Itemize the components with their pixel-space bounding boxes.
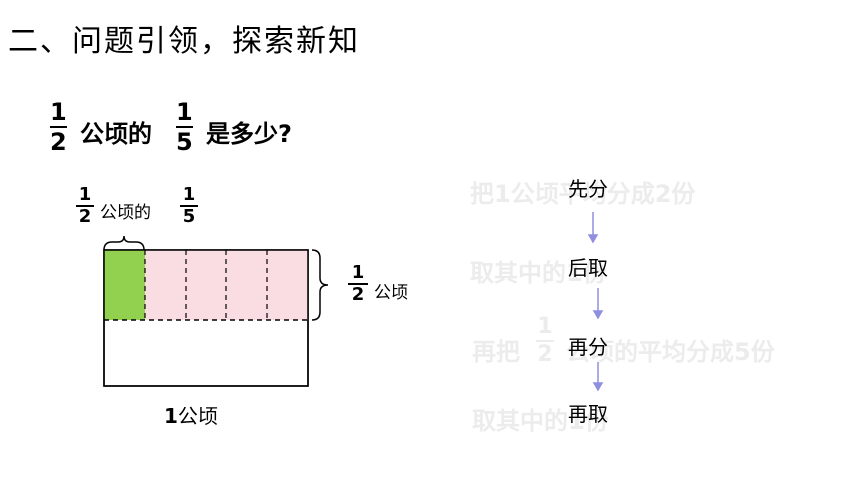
denominator: 5 [176, 128, 193, 156]
fraction-bar [50, 126, 67, 128]
fifth-region [104, 250, 145, 320]
step-label-divide-first: 先分 [568, 177, 608, 201]
question-fraction-half: 1 2 [50, 100, 67, 154]
ghost-step-4: 取其中的1份 [472, 407, 609, 435]
bottom-label-text: 公顷 [177, 404, 218, 428]
denominator: 2 [78, 206, 92, 227]
numerator: 1 [182, 184, 196, 205]
step-label-take-after: 后取 [568, 256, 608, 280]
top-brace [103, 235, 145, 251]
numerator: 1 [351, 262, 365, 283]
diagram-bottom-label: 1公顷 [164, 400, 218, 429]
fraction-bar [180, 205, 198, 207]
right-fraction-half: 1 2 [348, 264, 368, 304]
denominator: 2 [351, 284, 365, 305]
ghost-step-2: 取其中的1份 [470, 259, 607, 287]
denominator: 2 [50, 128, 67, 156]
numerator: 1 [537, 314, 553, 339]
ghost-step-3-fraction: 1 2 [536, 316, 554, 366]
right-label-text: 公顷 [374, 283, 408, 303]
top-fraction-half: 1 2 [76, 186, 94, 226]
denominator: 5 [182, 206, 196, 227]
bottom-label-number: 1 [164, 404, 178, 428]
ghost-step-1: 把1公顷平均分成2份 [470, 180, 696, 208]
top-fraction-fifth: 1 5 [180, 186, 198, 226]
fraction-bar [76, 205, 94, 207]
arrow-head [587, 234, 599, 244]
ghost-step-3-post: 公顷的平均分成5份 [566, 338, 775, 366]
numerator: 1 [78, 184, 92, 205]
right-brace [311, 249, 329, 321]
step-label-take-again: 再取 [568, 402, 608, 426]
arrow-head [592, 310, 604, 320]
question-fraction-fifth: 1 5 [176, 100, 193, 154]
top-label-text: 公顷的 [100, 203, 151, 223]
step-arrows [587, 212, 604, 392]
ghost-step-3-pre: 再把 [472, 338, 520, 366]
fraction-bar [348, 283, 368, 285]
numerator: 1 [50, 98, 67, 126]
step-label-divide-again: 再分 [568, 335, 608, 359]
question-text-1: 公顷的 [80, 120, 152, 148]
whole-rectangle-border [103, 249, 309, 387]
fraction-bar [176, 126, 193, 128]
arrow-head [592, 382, 604, 392]
denominator: 2 [537, 342, 553, 367]
fraction-bar [536, 340, 554, 342]
numerator: 1 [176, 98, 193, 126]
question-text-2: 是多少? [206, 120, 292, 148]
page-title: 二、问题引领，探索新知 [8, 24, 360, 59]
